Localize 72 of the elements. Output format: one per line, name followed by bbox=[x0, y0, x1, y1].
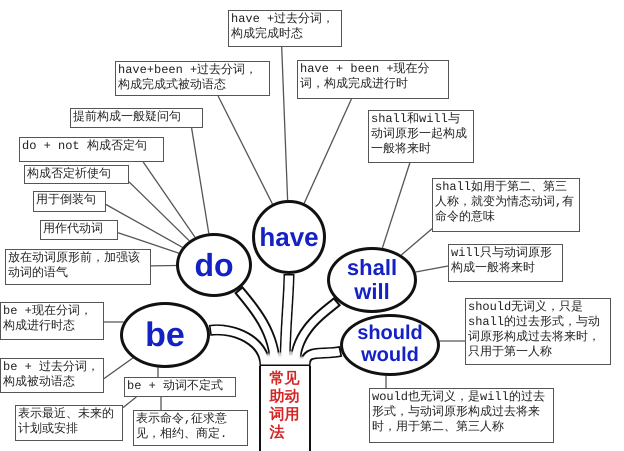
note-box bbox=[228, 10, 342, 47]
note-box bbox=[133, 410, 248, 446]
note-text: be +现在分词，构成进行时态 bbox=[3, 304, 93, 334]
note-text: would也无词义，是will的过去形式，与动词原形构成过去将来时，用于第二、第三人称 bbox=[372, 390, 546, 435]
connector-line bbox=[400, 228, 432, 256]
connector-line bbox=[190, 128, 210, 234]
connector-line bbox=[160, 397, 162, 410]
connector-line bbox=[440, 340, 465, 342]
note-box bbox=[40, 220, 118, 240]
trunk-label: 常见助动词用法 bbox=[269, 369, 300, 441]
note-box bbox=[19, 137, 164, 162]
note-box bbox=[369, 388, 554, 443]
connector-line bbox=[118, 232, 179, 254]
note-text: 用于倒装句 bbox=[36, 193, 97, 208]
tree-branch bbox=[290, 296, 341, 366]
connector-line bbox=[150, 264, 176, 267]
note-box bbox=[115, 61, 270, 96]
connector-line bbox=[142, 162, 196, 238]
note-text: should无词义，只是shall的过去形式，与动词原形构成过去将来时，只用于第一人称 bbox=[468, 300, 602, 360]
tree-trunk bbox=[259, 366, 311, 451]
connector-line bbox=[385, 376, 387, 388]
note-box bbox=[124, 377, 236, 397]
note-box bbox=[448, 244, 563, 282]
note-text: 表示最近、未来的计划或安排 bbox=[18, 407, 115, 437]
note-text: shall和will与动词原形一起构成一般将来时 bbox=[371, 112, 468, 157]
connector-line bbox=[104, 321, 124, 323]
verb-label: will bbox=[354, 280, 390, 304]
note-text: shall如用于第二、第三人称，就变为情态动词,有命令的意味 bbox=[435, 180, 576, 225]
verb-label: should bbox=[357, 323, 423, 345]
connector-line bbox=[128, 181, 190, 242]
verb-oval bbox=[327, 247, 417, 313]
note-box bbox=[465, 298, 611, 365]
note-box bbox=[297, 60, 449, 99]
note-text: will只与动词原形构成一般将来时 bbox=[451, 246, 553, 276]
note-text: do + not 构成否定句 bbox=[22, 139, 148, 154]
verb-label: have bbox=[259, 222, 319, 252]
note-box bbox=[0, 302, 104, 340]
verb-label: would bbox=[361, 345, 419, 367]
connector-line bbox=[157, 368, 159, 377]
verb-label: do bbox=[194, 248, 234, 282]
verb-label: be bbox=[145, 316, 185, 354]
note-text: 表示命令,征求意见，相约、商定. bbox=[136, 412, 228, 442]
note-text: 放在动词原形前，加强该动词的语气 bbox=[8, 251, 141, 281]
note-text: 用作代动词 bbox=[43, 222, 104, 237]
note-box bbox=[368, 110, 474, 163]
connector-line bbox=[382, 162, 410, 248]
connector-line bbox=[304, 98, 352, 204]
verb-oval bbox=[252, 200, 326, 274]
tree-branch bbox=[280, 274, 294, 366]
note-text: be + 过去分词，构成被动语态 bbox=[3, 360, 100, 390]
verb-label: shall bbox=[346, 256, 398, 280]
note-box bbox=[15, 405, 123, 441]
note-text: have +过去分词，构成完成时态 bbox=[231, 12, 336, 42]
connector-line bbox=[281, 46, 288, 200]
connector-line bbox=[416, 265, 448, 273]
connector-line bbox=[104, 357, 134, 380]
note-box bbox=[33, 191, 106, 212]
tree-branch bbox=[234, 286, 280, 366]
connector-line bbox=[218, 96, 273, 204]
tree-branch bbox=[209, 324, 270, 367]
note-text: 提前构成一般疑问句 bbox=[73, 110, 182, 125]
connector-line bbox=[106, 204, 183, 248]
note-box bbox=[24, 165, 129, 184]
note-box bbox=[432, 178, 580, 232]
note-box bbox=[70, 108, 203, 128]
note-text: have+been +过去分词，构成完成式被动语态 bbox=[118, 63, 258, 93]
note-text: have + been +现在分词，构成完成进行时 bbox=[300, 62, 431, 92]
note-box bbox=[5, 249, 151, 285]
note-text: 构成否定祈使句 bbox=[27, 167, 112, 182]
connector-line bbox=[122, 396, 137, 408]
verb-oval bbox=[176, 233, 252, 297]
note-text: be + 动词不定式 bbox=[127, 379, 224, 394]
